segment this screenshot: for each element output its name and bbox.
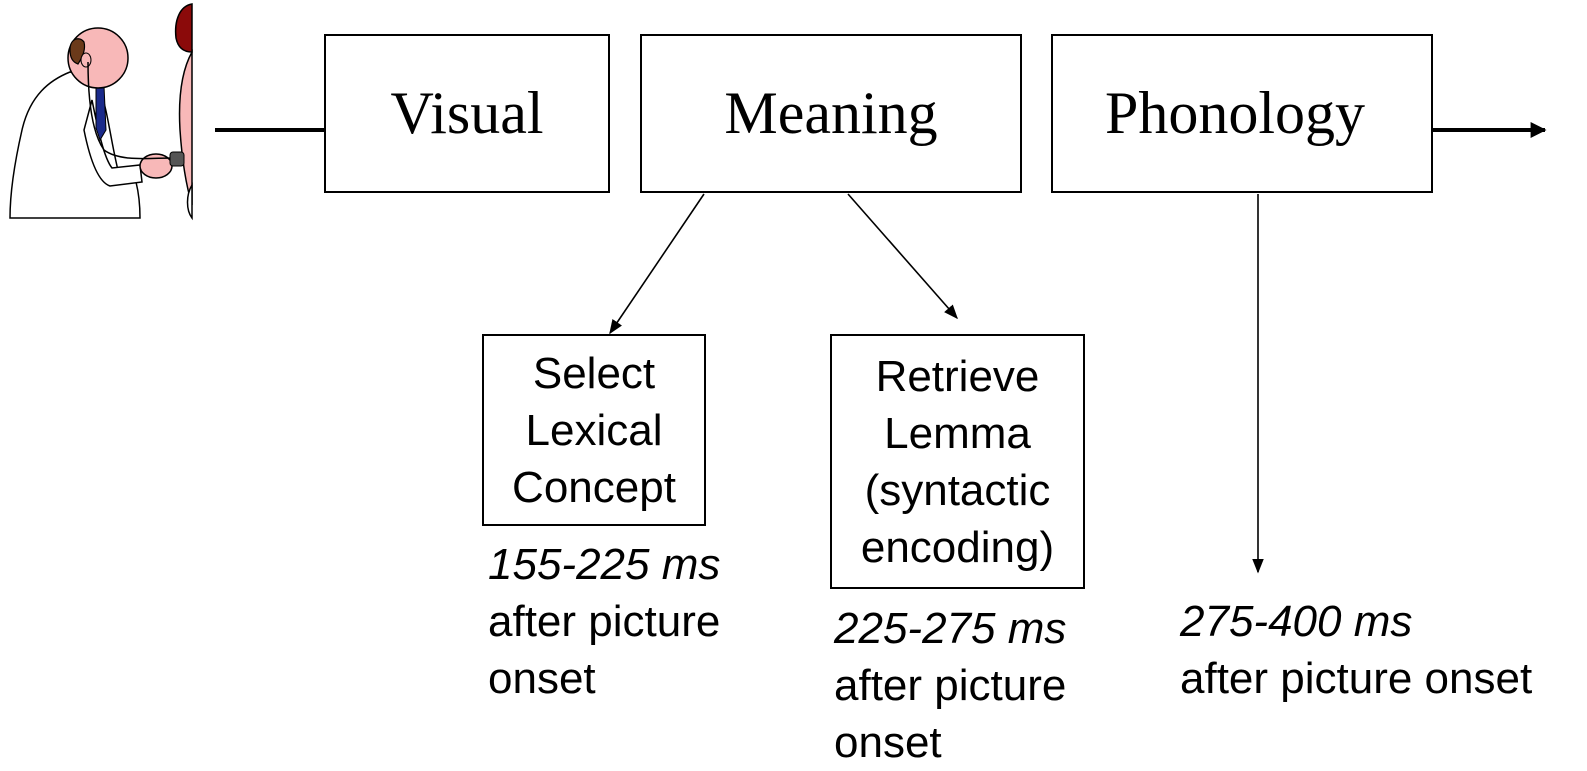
phonology-stage-box: Phonology	[1051, 34, 1433, 193]
phonology-timing: 275-400 ms after picture onset	[1180, 593, 1532, 707]
meaning-to-select-arrow	[609, 193, 705, 335]
select-line-3: Concept	[512, 462, 676, 512]
visual-stage-box: Visual	[324, 34, 610, 193]
doctor-with-stethoscope-icon	[9, 27, 185, 219]
select-timing-line-2: onset	[488, 654, 596, 703]
lemma-timing-line-2: onset	[834, 718, 942, 767]
phonology-timing-line-1: after picture onset	[1180, 654, 1533, 703]
lemma-timing-range: 225-275 ms	[834, 604, 1067, 653]
lemma-line-1: Retrieve	[875, 351, 1040, 401]
select-line-1: Select	[532, 348, 656, 398]
select-timing-range: 155-225 ms	[488, 540, 721, 589]
lemma-line-3: (syntactic	[864, 465, 1051, 515]
select-timing-line-1: after picture	[488, 597, 721, 646]
lemma-timing: 225-275 ms after picture onset	[834, 600, 1066, 771]
meaning-stage-label: Meaning	[724, 80, 938, 146]
select-timing: 155-225 ms after picture onset	[488, 536, 720, 707]
lemma-line-4: encoding)	[860, 522, 1055, 572]
lemma-timing-line-1: after picture	[834, 661, 1067, 710]
phonology-timing-range: 275-400 ms	[1180, 597, 1413, 646]
phonology-stage-label: Phonology	[1105, 80, 1366, 146]
meaning-stage-box: Meaning	[640, 34, 1022, 193]
patient-icon	[174, 3, 193, 221]
doctor-patient-illustration	[9, 3, 193, 221]
lemma-line-2: Lemma	[884, 408, 1031, 458]
select-line-2: Lexical	[525, 405, 663, 455]
meaning-to-lemma-arrow	[847, 193, 958, 320]
select-lexical-concept-box: Select Lexical Concept	[482, 334, 706, 526]
retrieve-lemma-box: Retrieve Lemma (syntactic encoding)	[830, 334, 1085, 589]
visual-stage-label: Visual	[390, 80, 544, 146]
